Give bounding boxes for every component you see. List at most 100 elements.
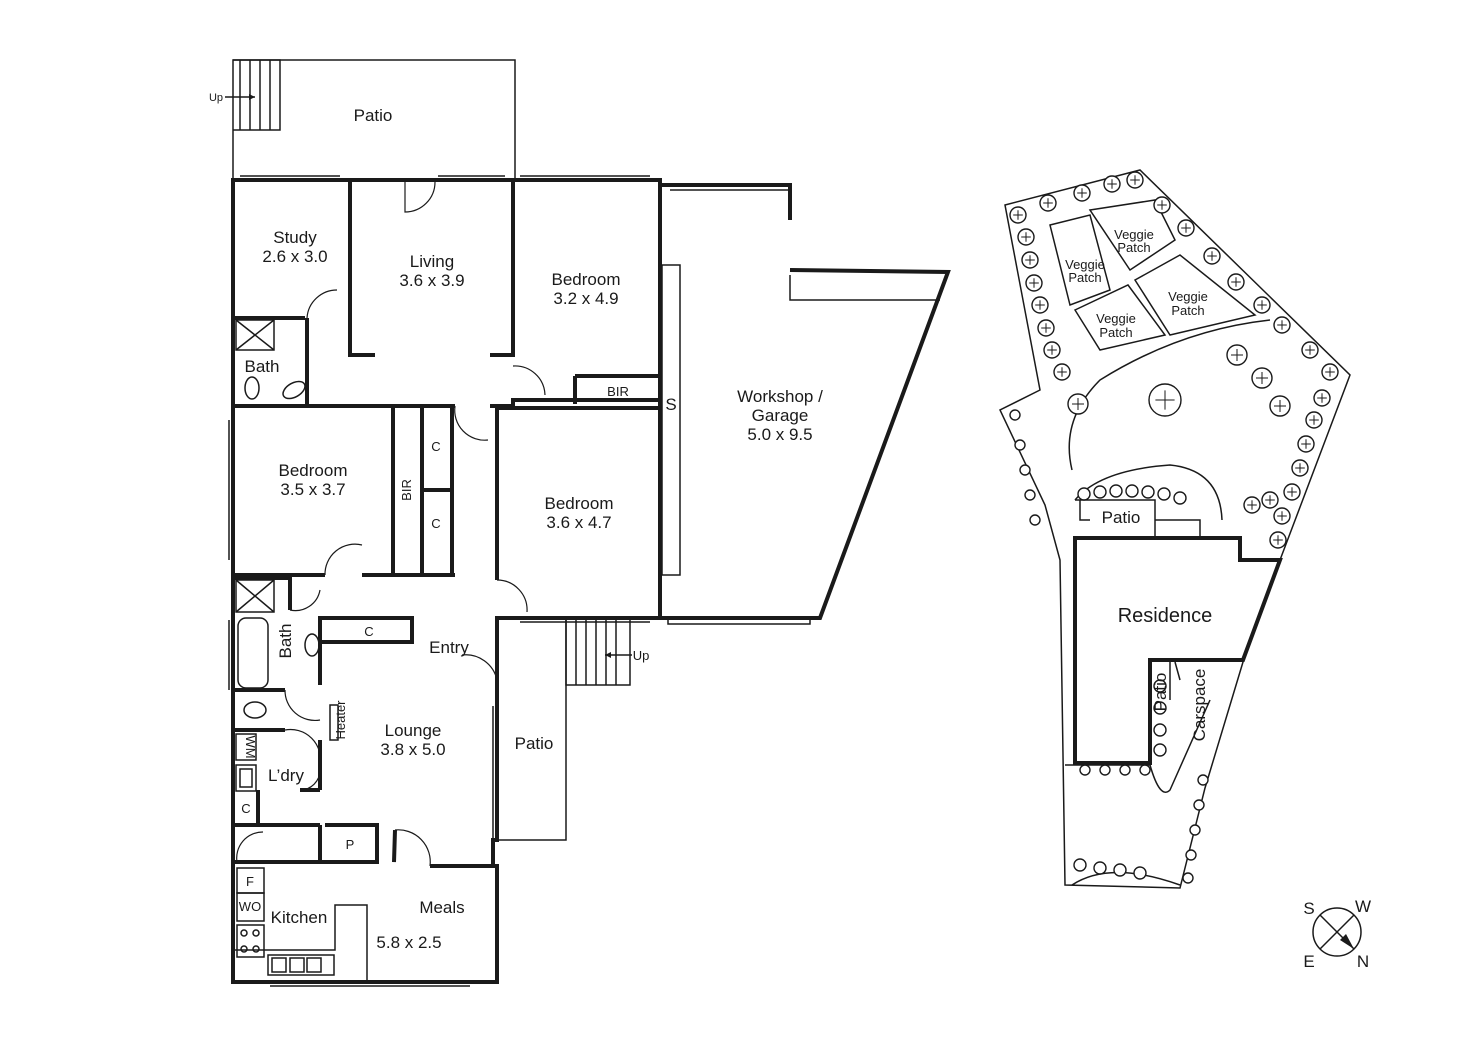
wo-label: WO: [239, 899, 261, 914]
tree-detail: [1265, 495, 1275, 505]
tree-icon: [1099, 764, 1111, 776]
tree-icon: [1077, 487, 1091, 501]
tree-detail: [1107, 179, 1117, 189]
tree-icon: [1141, 485, 1155, 499]
compass-e: E: [1303, 952, 1314, 971]
tree-detail: [1155, 390, 1175, 410]
tree-detail: [1274, 400, 1286, 412]
bath2-label: Bath: [276, 624, 295, 659]
tree-icon: [1109, 484, 1123, 498]
floor-plan: Patio Up Study 2.6 x 3.0 Living 3.6 x 3.…: [209, 59, 951, 987]
site-patio-top-label: Patio: [1102, 508, 1141, 527]
up-label-side: Up: [633, 648, 650, 663]
patio-side-label: Patio: [515, 734, 554, 753]
tree-detail: [1301, 439, 1311, 449]
bedroom3-dim: 3.6 x 4.7: [546, 513, 611, 532]
meals-label: Meals: [419, 898, 464, 917]
tree-detail: [1256, 372, 1268, 384]
tree-detail: [1029, 278, 1039, 288]
compass: S W E N: [1303, 897, 1371, 971]
lounge-label: Lounge: [385, 721, 442, 740]
tree-icon: [1153, 743, 1167, 757]
c3-label: C: [364, 624, 373, 639]
tree-detail: [1317, 393, 1327, 403]
tree-icon: [1193, 799, 1205, 811]
tree-icon: [1125, 484, 1139, 498]
tree-icon: [1182, 872, 1194, 884]
tree-icon: [1119, 764, 1131, 776]
garage-label: Garage: [752, 406, 809, 425]
veggie2-label-line1: Veggie: [1065, 257, 1105, 272]
carspace-label: Carspace: [1190, 669, 1209, 742]
site-plan: Veggie Patch Veggie Patch Veggie Patch V…: [999, 169, 1351, 889]
veggie3-label-line1: Veggie: [1168, 289, 1208, 304]
tree-icon: [1019, 464, 1031, 476]
c4-label: C: [241, 801, 250, 816]
tree-icon: [1009, 409, 1021, 421]
veggie4-label-line2: Patch: [1099, 325, 1132, 340]
tree-detail: [1025, 255, 1035, 265]
site-patio-side-label: Patio: [1151, 673, 1170, 712]
tree-icon: [1133, 866, 1147, 880]
workshop-dim: 5.0 x 9.5: [747, 425, 812, 444]
kitchen-label: Kitchen: [271, 908, 328, 927]
tree-detail: [1287, 487, 1297, 497]
tree-icon: [1113, 863, 1127, 877]
tree-icon: [1153, 679, 1167, 693]
tree-detail: [1057, 367, 1067, 377]
tree-detail: [1043, 198, 1053, 208]
tree-detail: [1047, 345, 1057, 355]
tree-icon: [1024, 489, 1036, 501]
compass-w: W: [1355, 897, 1371, 916]
tree-detail: [1247, 500, 1257, 510]
study-label: Study: [273, 228, 317, 247]
tree-icon: [1073, 858, 1087, 872]
veggie1-label-line1: Veggie: [1114, 227, 1154, 242]
residence-label: Residence: [1118, 605, 1213, 627]
tree-icon: [1093, 861, 1107, 875]
tree-icon: [1197, 774, 1209, 786]
compass-s: S: [1303, 899, 1314, 918]
meals-dim: 5.8 x 2.5: [376, 933, 441, 952]
bedroom1-label: Bedroom: [552, 270, 621, 289]
heater-label: Heater: [333, 700, 348, 740]
tree-detail: [1231, 277, 1241, 287]
tree-icon: [1157, 487, 1171, 501]
tree-detail: [1231, 349, 1243, 361]
tree-icon: [1079, 764, 1091, 776]
tree-detail: [1309, 415, 1319, 425]
bedroom2-dim: 3.5 x 3.7: [280, 480, 345, 499]
windows: [228, 175, 650, 987]
tree-icon: [1185, 849, 1197, 861]
up-label-rear: Up: [209, 92, 223, 104]
laundry-label: L’dry: [268, 766, 304, 785]
tree-icon: [1173, 491, 1187, 505]
living-label: Living: [410, 252, 454, 271]
bedroom1-dim: 3.2 x 4.9: [553, 289, 618, 308]
tree-detail: [1021, 232, 1031, 242]
bir2-label: BIR: [399, 479, 414, 501]
tree-detail: [1207, 251, 1217, 261]
tree-detail: [1041, 323, 1051, 333]
tree-detail: [1325, 367, 1335, 377]
trees: [1009, 171, 1339, 884]
veggie2-label-line2: Patch: [1068, 270, 1101, 285]
tree-detail: [1257, 300, 1267, 310]
bir1-label: BIR: [607, 384, 629, 399]
tree-detail: [1277, 320, 1287, 330]
entry-label: Entry: [429, 638, 469, 657]
tree-icon: [1153, 701, 1167, 715]
c1-label: C: [431, 439, 440, 454]
lounge-dim: 3.8 x 5.0: [380, 740, 445, 759]
veggie3-label-line2: Patch: [1171, 303, 1204, 318]
stairs-rear: [225, 59, 281, 131]
tree-detail: [1305, 345, 1315, 355]
stairs-side: [565, 618, 632, 686]
p-label: P: [346, 837, 355, 852]
compass-n: N: [1357, 952, 1369, 971]
living-dim: 3.6 x 3.9: [399, 271, 464, 290]
tree-detail: [1035, 300, 1045, 310]
tree-detail: [1157, 200, 1167, 210]
tree-icon: [1014, 439, 1026, 451]
